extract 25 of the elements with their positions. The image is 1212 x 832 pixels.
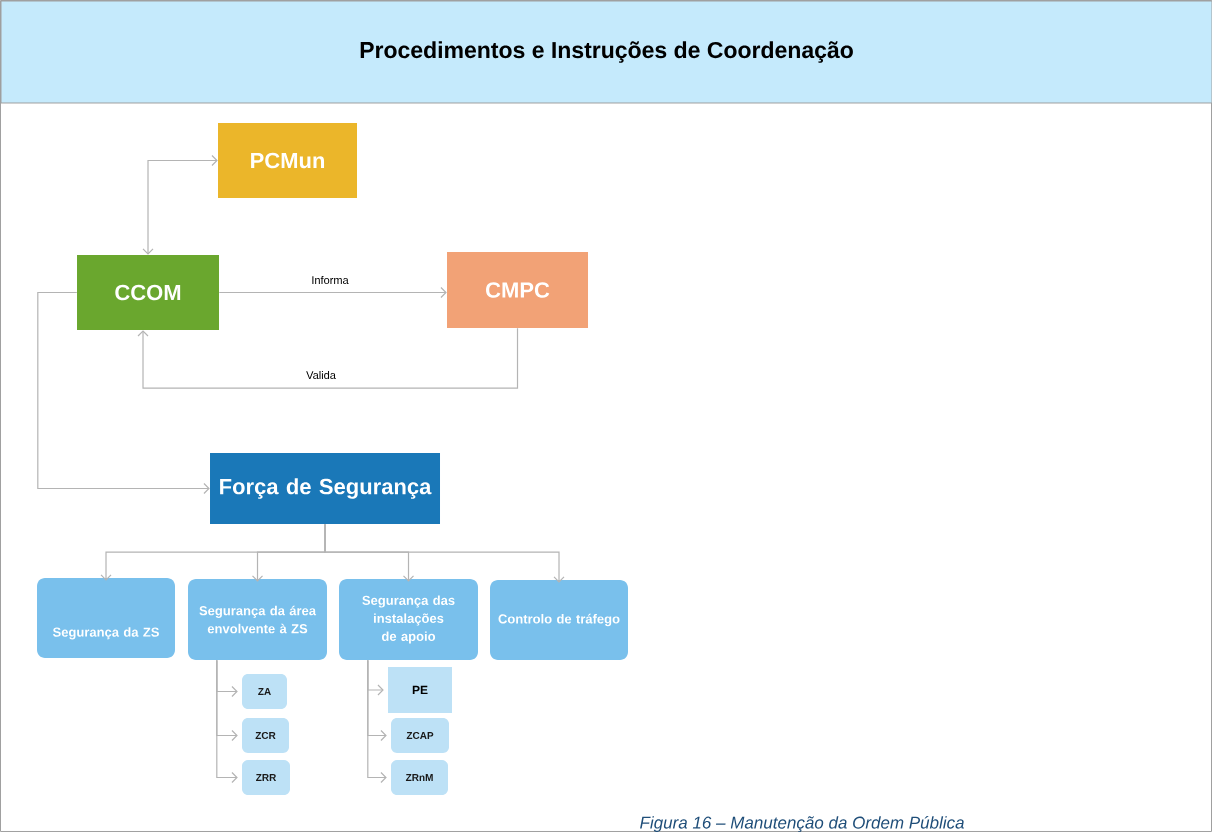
zone-box: ZRR — [242, 760, 290, 795]
edge-label: Informa — [310, 274, 350, 286]
zone-box: ZRnM — [391, 760, 448, 795]
arrow — [37, 291, 210, 495]
arrow — [324, 523, 565, 583]
arrow — [142, 154, 218, 255]
process-box: Segurança da ZS — [37, 578, 175, 658]
title-banner: Procedimentos e Instruções de Coordenação — [0, 0, 1212, 104]
figure-caption: Figura 16 – Manutenção da Ordem Pública — [640, 815, 964, 832]
arrow — [137, 327, 519, 389]
arrow — [216, 659, 238, 784]
process-box: CCOM — [77, 255, 219, 330]
zone-box: ZA — [242, 674, 287, 709]
process-box: CMPC — [447, 252, 588, 328]
zone-box: PE — [388, 667, 452, 713]
process-box: Segurança da área envolvente à ZS — [188, 579, 327, 660]
edge-label: Valida — [305, 369, 337, 381]
arrow — [367, 659, 387, 784]
arrow — [218, 286, 447, 299]
process-box: Força de Segurança — [210, 453, 440, 524]
zone-box: ZCR — [242, 718, 289, 753]
process-box: Segurança das instalações de apoio — [339, 579, 478, 660]
process-box: PCMun — [218, 123, 357, 198]
process-box: Controlo de tráfego — [490, 580, 628, 660]
zone-box: ZCAP — [391, 718, 449, 753]
